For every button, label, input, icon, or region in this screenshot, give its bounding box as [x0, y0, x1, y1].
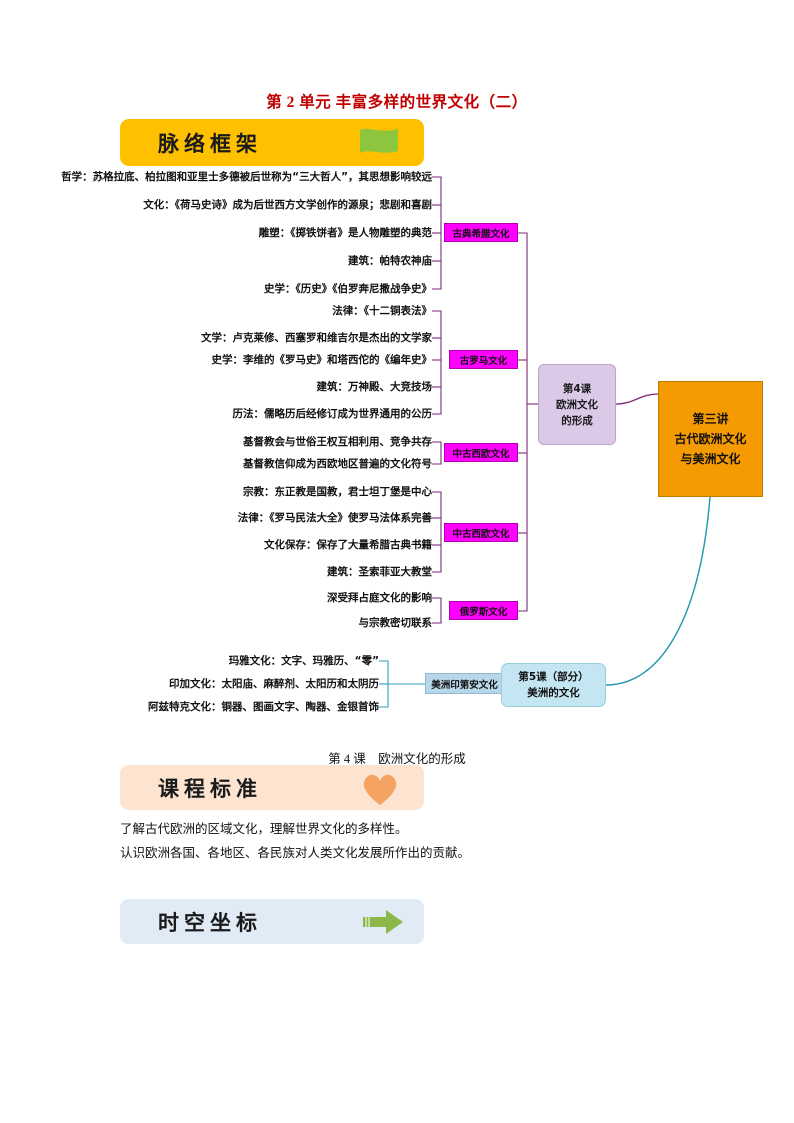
node-line: 美洲印第安文化 — [431, 679, 498, 691]
lesson-caption: 第 4 课 欧洲文化的形成 — [328, 752, 466, 766]
node-line: 的形成 — [561, 414, 593, 427]
category-label-byzantine[interactable]: 中古西欧文化 — [444, 523, 518, 542]
standard-text: 认识欧洲各国、各地区、各民族对人类文化发展所作出的贡献。 — [120, 846, 471, 860]
leaf-text: 建筑：帕特农神庙 — [348, 255, 432, 267]
node-line: 第4课 — [562, 382, 592, 395]
page-title: 第 2 单元 丰富多样的世界文化（二） — [266, 94, 528, 111]
node-line: 古代欧洲文化 — [674, 432, 747, 446]
node-root-topic[interactable]: 第三讲 古代欧洲文化 与美洲文化 — [658, 381, 763, 497]
leaf-text: 史学：李维的《罗马史》和塔西佗的《编年史》 — [211, 354, 433, 366]
leaf-text: 哲学：苏格拉底、柏拉图和亚里士多德被后世称为“三大哲人”，其思想影响较远 — [61, 171, 432, 183]
category-label-medieval-western-europe[interactable]: 中古西欧文化 — [444, 443, 518, 462]
category-label-classical-greek[interactable]: 古典希腊文化 — [444, 223, 518, 242]
leaf-text: 宗教：东正教是国教，君士坦丁堡是中心 — [243, 486, 432, 498]
node-line: 欧洲文化 — [556, 398, 598, 411]
leaf-text: 文化：《荷马史诗》成为后世西方文学创作的源泉；悲剧和喜剧 — [143, 199, 432, 211]
category-label-ancient-rome[interactable]: 古罗马文化 — [449, 350, 518, 369]
node-line: 与美洲文化 — [680, 452, 741, 466]
node-line: 第三讲 — [692, 412, 729, 426]
leaf-text: 深受拜占庭文化的影响 — [327, 592, 432, 604]
leaf-text: 雕塑：《掷铁饼者》是人物雕塑的典范 — [258, 227, 432, 239]
section-banner-label: 时空坐标 — [158, 910, 262, 935]
green-arrow-icon — [362, 908, 404, 941]
section-banner-label: 课程标准 — [158, 776, 262, 801]
leaf-text: 与宗教密切联系 — [358, 617, 433, 629]
section-banner-standards: 课程标准 — [120, 765, 424, 810]
leaf-text: 历法：儒略历后经修订成为世界通用的公历 — [232, 408, 433, 420]
leaf-text: 基督教信仰成为西欧地区普遍的文化符号 — [243, 458, 432, 470]
orange-heart-icon — [360, 771, 400, 812]
leaf-text-america: 阿兹特克文化：铜器、图画文字、陶器、金银首饰 — [148, 701, 379, 713]
node-line: 第5课（部分） — [518, 671, 589, 683]
node-line: 美洲的文化 — [527, 687, 580, 699]
leaf-text: 法律：《十二铜表法》 — [332, 305, 432, 317]
node-lesson-5[interactable]: 第5课（部分） 美洲的文化 — [501, 663, 606, 707]
leaf-text: 史学：《历史》《伯罗奔尼撒战争史》 — [264, 283, 432, 295]
leaf-text-america: 印加文化：太阳庙、麻醉剂、太阳历和太阴历 — [169, 678, 379, 690]
section-banner-outline: 脉络框架 — [120, 119, 424, 166]
node-lesson-4[interactable]: 第4课 欧洲文化 的形成 — [538, 364, 616, 445]
node-american-indian-culture[interactable]: 美洲印第安文化 — [425, 673, 504, 694]
section-banner-label: 脉络框架 — [158, 131, 262, 156]
leaf-text: 文学：卢克莱修、西塞罗和维吉尔是杰出的文学家 — [201, 332, 432, 344]
leaf-text-america: 玛雅文化：文字、玛雅历、“零” — [228, 655, 379, 667]
leaf-text: 文化保存：保存了大量希腊古典书籍 — [264, 539, 432, 551]
leaf-text: 法律：《罗马民法大全》使罗马法体系完善 — [237, 512, 432, 524]
section-banner-timeline: 时空坐标 — [120, 899, 424, 944]
green-flag-icon — [358, 127, 400, 164]
leaf-text: 基督教会与世俗王权互相利用、竞争共存 — [243, 436, 432, 448]
category-label-russian[interactable]: 俄罗斯文化 — [449, 601, 518, 620]
standard-text: 了解古代欧洲的区域文化，理解世界文化的多样性。 — [120, 822, 408, 836]
leaf-text: 建筑：万神殿、大竞技场 — [316, 381, 433, 393]
leaf-text: 建筑：圣索菲亚大教堂 — [327, 566, 432, 578]
